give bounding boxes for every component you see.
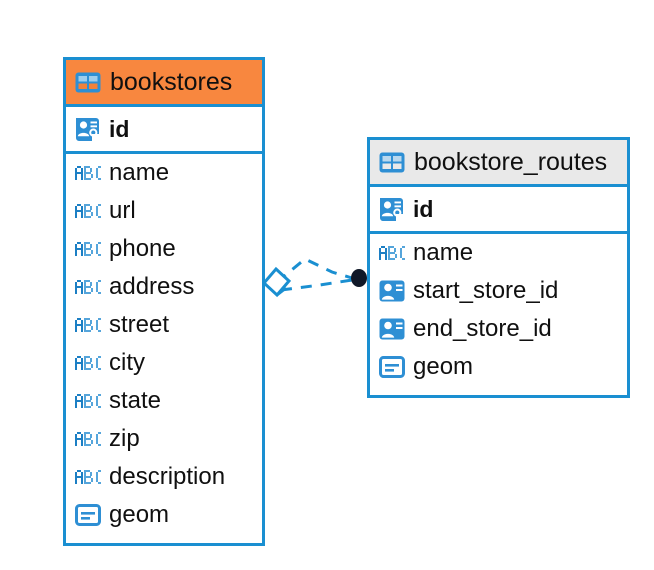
- field-list-bookstores: name url: [66, 154, 262, 534]
- field-row-street[interactable]: street: [66, 306, 262, 344]
- entity-title-bookstore-routes: bookstore_routes: [414, 147, 608, 176]
- field-label-street: street: [109, 311, 170, 338]
- abc-text-icon: [75, 432, 101, 446]
- field-label-geom: geom: [413, 353, 474, 380]
- foreign-key-icon: [379, 318, 405, 340]
- field-label-name: name: [413, 239, 474, 266]
- field-label-address: address: [109, 273, 195, 300]
- field-row-id[interactable]: id: [66, 107, 262, 151]
- relationship-diamond-marker: [261, 266, 292, 298]
- relationship-line-upper: [276, 257, 353, 284]
- field-label-phone: phone: [109, 235, 176, 262]
- field-label-description: description: [109, 463, 226, 490]
- abc-text-icon: [75, 394, 101, 408]
- field-label-geom: geom: [109, 501, 170, 528]
- field-row-description[interactable]: description: [66, 458, 262, 496]
- entity-title-bookstores: bookstores: [110, 67, 233, 96]
- primary-key-section-bookstore-routes: id: [370, 187, 627, 234]
- abc-text-icon: [75, 470, 101, 484]
- field-label-id: id: [413, 195, 434, 222]
- field-row-geom[interactable]: geom: [370, 348, 627, 386]
- abc-text-icon: [379, 246, 405, 260]
- field-row-end-store-id[interactable]: end_store_id: [370, 310, 627, 348]
- field-row-address[interactable]: address: [66, 268, 262, 306]
- geometry-icon: [75, 504, 101, 526]
- abc-text-icon: [75, 204, 101, 218]
- relationship-line-lower: [280, 278, 353, 292]
- entity-table-bookstores[interactable]: bookstores id: [63, 57, 265, 546]
- field-label-url: url: [109, 197, 136, 224]
- field-label-name: name: [109, 159, 170, 186]
- abc-text-icon: [75, 280, 101, 294]
- entity-header-bookstore-routes: bookstore_routes: [370, 140, 627, 187]
- foreign-key-icon: [379, 280, 405, 302]
- field-row-geom[interactable]: geom: [66, 496, 262, 534]
- field-row-city[interactable]: city: [66, 344, 262, 382]
- abc-text-icon: [75, 166, 101, 180]
- field-label-zip: zip: [109, 425, 140, 452]
- field-row-name[interactable]: name: [370, 234, 627, 272]
- entity-table-bookstore-routes[interactable]: bookstore_routes id: [367, 137, 630, 398]
- field-row-start-store-id[interactable]: start_store_id: [370, 272, 627, 310]
- field-row-name[interactable]: name: [66, 154, 262, 192]
- field-list-bookstore-routes: name start_store_id: [370, 234, 627, 386]
- field-row-phone[interactable]: phone: [66, 230, 262, 268]
- field-label-end-store-id: end_store_id: [413, 315, 552, 342]
- field-label-start-store-id: start_store_id: [413, 277, 559, 304]
- field-label-state: state: [109, 387, 162, 414]
- primary-key-icon: [76, 117, 99, 141]
- table-icon: [379, 152, 405, 172]
- field-label-city: city: [109, 349, 145, 376]
- field-row-state[interactable]: state: [66, 382, 262, 420]
- field-row-url[interactable]: url: [66, 192, 262, 230]
- abc-text-icon: [75, 242, 101, 256]
- abc-text-icon: [75, 356, 101, 370]
- entity-header-bookstores: bookstores: [66, 60, 262, 107]
- table-icon: [75, 72, 101, 92]
- relationship-diamond-tail: [276, 286, 287, 297]
- field-row-zip[interactable]: zip: [66, 420, 262, 458]
- primary-key-section-bookstores: id: [66, 107, 262, 154]
- abc-text-icon: [75, 318, 101, 332]
- field-row-id[interactable]: id: [370, 187, 627, 231]
- primary-key-icon: [380, 197, 403, 221]
- relationship-circle-marker: [351, 269, 367, 287]
- geometry-icon: [379, 356, 405, 378]
- field-label-id: id: [109, 115, 130, 142]
